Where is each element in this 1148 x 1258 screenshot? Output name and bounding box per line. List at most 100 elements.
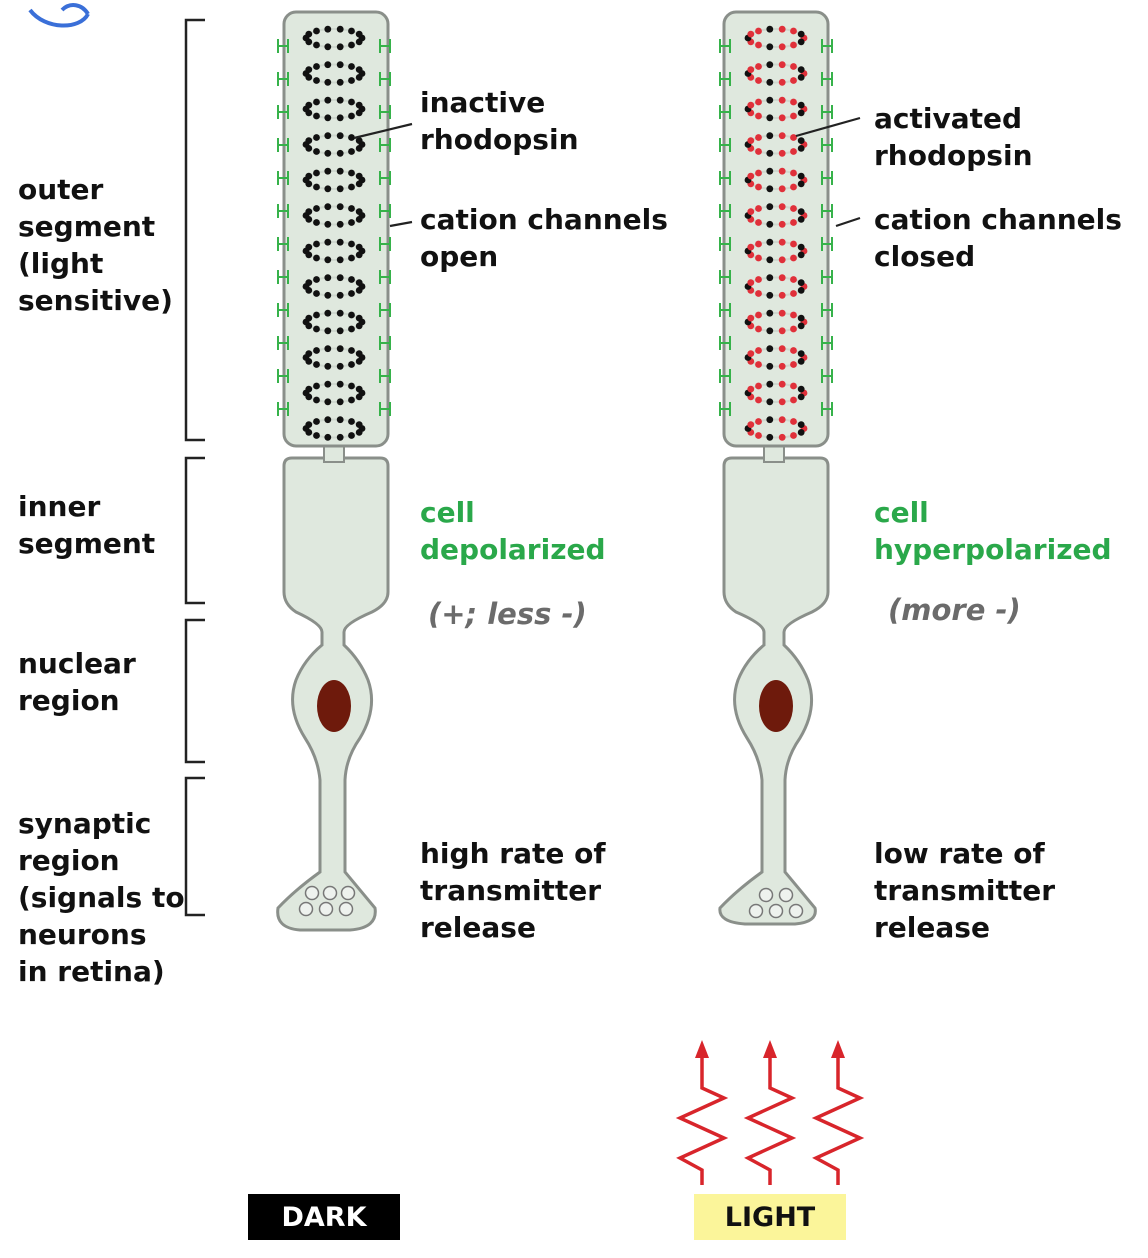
- rhodopsin-dot: [324, 149, 332, 157]
- rhodopsin-dot: [305, 172, 313, 180]
- cation-channel: [821, 171, 833, 185]
- rhodopsin-dot: [355, 30, 363, 38]
- rhodopsin-dot: [324, 25, 332, 33]
- rhodopsin-dot: [755, 276, 762, 283]
- rhodopsin-dot: [755, 219, 762, 226]
- rhodopsin-dot: [313, 134, 320, 141]
- rhodopsin-dot: [313, 396, 320, 404]
- rhodopsin-dot: [313, 183, 320, 191]
- rhodopsin-dot: [755, 183, 762, 191]
- cation-channel: [379, 369, 391, 383]
- outer-segment: [722, 10, 830, 448]
- rhodopsin-dot: [348, 77, 355, 84]
- rhodopsin-dot: [313, 254, 320, 262]
- cation-channel: [379, 105, 391, 119]
- rhodopsin-dot: [348, 325, 355, 333]
- light-ray: [743, 1055, 797, 1185]
- rhodopsin-dot: [755, 169, 762, 177]
- rhodopsin-dot: [755, 418, 762, 425]
- cation-channel: [719, 105, 731, 119]
- cation-channels: [277, 39, 391, 416]
- cation-channel: [379, 204, 391, 218]
- rhodopsin-dot: [336, 132, 344, 140]
- rhodopsin-dot: [797, 393, 805, 401]
- rhodopsin-dot: [355, 216, 363, 223]
- membrane-disc: [302, 61, 366, 86]
- rhodopsin-dot: [766, 61, 774, 69]
- rhodopsin-dot: [790, 325, 797, 333]
- membrane-disc: [302, 274, 366, 299]
- rhodopsin-dot: [348, 382, 355, 390]
- rhodopsin-dot: [355, 109, 363, 117]
- rhodopsin-dot: [778, 398, 786, 406]
- rhodopsin-dot: [778, 220, 786, 228]
- rhodopsin-dot: [797, 287, 805, 294]
- rhodopsin-dot: [797, 279, 805, 286]
- rhodopsin-dot: [790, 169, 797, 177]
- rhodopsin-dot: [778, 362, 786, 370]
- rhodopsin-dot: [797, 251, 805, 259]
- dark-condition-label: DARK: [248, 1194, 400, 1240]
- rhodopsin-dot: [778, 167, 786, 175]
- rhodopsin-dot: [355, 74, 363, 81]
- membrane-disc: [744, 25, 808, 51]
- rhodopsin-dot: [797, 421, 805, 428]
- label-inner-segment: inner segment: [18, 490, 156, 560]
- rhodopsin-dot: [348, 432, 355, 439]
- rhodopsin-dot: [336, 61, 344, 69]
- rhodopsin-dot: [755, 325, 762, 333]
- light-ray-arrowheads: [695, 1040, 845, 1058]
- synaptic-vesicle: [338, 901, 354, 917]
- rhodopsin-dot: [355, 38, 363, 46]
- rhodopsin-dot: [305, 101, 313, 109]
- rhodopsin-dot: [355, 180, 363, 188]
- cation-channel: [821, 369, 833, 383]
- cation-channel: [821, 303, 833, 317]
- cation-channel: [821, 270, 833, 284]
- rhodopsin-dot: [790, 361, 797, 368]
- label-channels-open: cation channels open: [420, 203, 668, 273]
- rhodopsin-dot: [755, 134, 762, 141]
- membrane-disc: [744, 96, 808, 122]
- light-ray: [811, 1055, 865, 1185]
- membrane-disc: [302, 416, 366, 441]
- rhodopsin-dot: [305, 385, 313, 393]
- rhodopsin-dot: [324, 238, 332, 246]
- rhodopsin-dot: [348, 418, 355, 425]
- rhodopsin-dot: [766, 433, 774, 441]
- cation-channel: [379, 303, 391, 317]
- rhodopsin-dot: [355, 314, 363, 322]
- disc-stack: [744, 25, 808, 441]
- rhodopsin-dot: [766, 238, 774, 246]
- rhodopsin-dot: [324, 362, 332, 370]
- rhodopsin-dot: [790, 396, 797, 404]
- rhodopsin-dot: [324, 327, 332, 335]
- rhodopsin-dot: [778, 274, 786, 282]
- rhodopsin-dot: [355, 385, 363, 393]
- rhodopsin-dot: [766, 149, 774, 157]
- rhodopsin-dot: [336, 114, 344, 122]
- cation-channel: [277, 237, 289, 251]
- cation-channel: [277, 270, 289, 284]
- synaptic-vesicle: [318, 901, 334, 917]
- rhodopsin-dot: [747, 350, 755, 357]
- rhodopsin-dot: [797, 137, 805, 145]
- rhodopsin-dot: [348, 183, 355, 191]
- rhodopsin-dot: [766, 96, 774, 104]
- rhodopsin-dot: [778, 309, 786, 317]
- rhodopsin-dot: [324, 220, 332, 228]
- rhodopsin-dot: [790, 77, 797, 84]
- rhodopsin-dot: [336, 416, 344, 424]
- label-inactive-rhodopsin: inactive rhodopsin: [420, 86, 579, 156]
- rhodopsin-dot: [778, 43, 786, 51]
- cation-channel: [821, 39, 833, 53]
- rhodopsin-dot: [348, 361, 355, 368]
- rhodopsin-dot: [324, 43, 332, 51]
- rhodopsin-dot: [766, 203, 774, 211]
- rhodopsin-dot: [355, 101, 363, 109]
- rhodopsin-dot: [797, 101, 805, 109]
- rhodopsin-dot: [313, 219, 320, 226]
- cation-channel: [821, 336, 833, 350]
- rhodopsin-dot: [778, 433, 786, 441]
- rhodopsin-dot: [766, 25, 774, 33]
